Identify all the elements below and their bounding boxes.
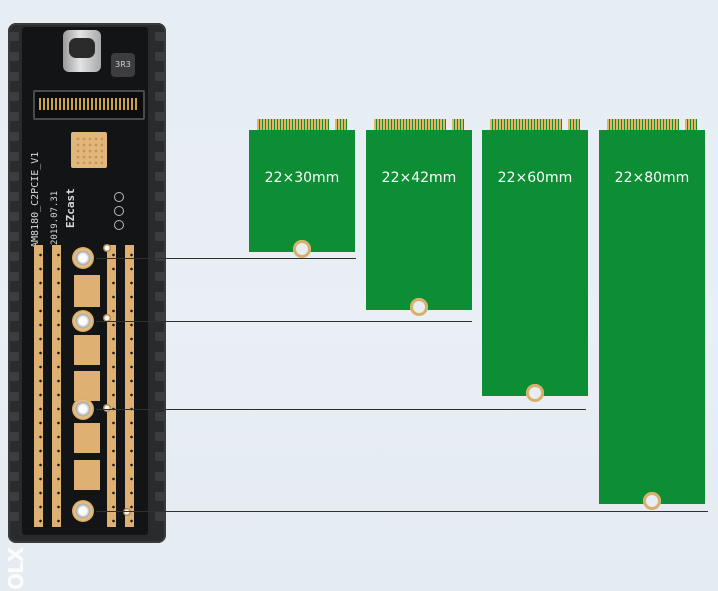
ssd-card-2260: 22×60mm	[482, 119, 588, 402]
fin	[155, 312, 166, 321]
inductor: 3R3	[111, 53, 135, 77]
fin	[155, 392, 166, 401]
fin	[8, 512, 19, 521]
fin	[8, 192, 19, 201]
fin	[155, 372, 166, 381]
ssd-card-2242: 22×42mm	[366, 119, 472, 316]
guide-line-30	[96, 258, 356, 259]
fin	[8, 312, 19, 321]
fin	[155, 72, 166, 81]
fin	[155, 112, 166, 121]
fin	[8, 132, 19, 141]
fin	[8, 152, 19, 161]
fin	[155, 132, 166, 141]
fin	[8, 112, 19, 121]
fin	[8, 72, 19, 81]
mini-hole	[123, 508, 131, 516]
mount-hole-60	[72, 398, 94, 420]
mount-hole-42	[72, 310, 94, 332]
card-size-label: 22×42mm	[381, 170, 457, 186]
card-size-label: 22×60mm	[497, 170, 573, 186]
fin	[8, 412, 19, 421]
fin	[155, 332, 166, 341]
fin	[155, 472, 166, 481]
fin	[8, 492, 19, 501]
fin	[155, 352, 166, 361]
board-brand-text: EZcast	[64, 188, 77, 228]
mount-hole-80	[72, 500, 94, 522]
fin	[8, 472, 19, 481]
fin	[8, 32, 19, 41]
fin	[155, 52, 166, 61]
fin	[8, 232, 19, 241]
fin	[8, 52, 19, 61]
watermark-logo: OLX	[4, 547, 28, 590]
fin	[8, 292, 19, 301]
fin	[8, 392, 19, 401]
fin	[155, 212, 166, 221]
guide-line-60	[96, 409, 586, 410]
fin	[155, 192, 166, 201]
gold-plated-area	[32, 245, 142, 527]
usb-c-port-icon	[63, 30, 101, 72]
fin	[155, 152, 166, 161]
fin	[155, 32, 166, 41]
card-size-label: 22×30mm	[264, 170, 340, 186]
fin	[8, 352, 19, 361]
fin	[155, 452, 166, 461]
fin	[155, 492, 166, 501]
fin	[155, 172, 166, 181]
fin	[155, 292, 166, 301]
fin	[8, 372, 19, 381]
fin	[8, 332, 19, 341]
fin	[8, 92, 19, 101]
fin	[155, 432, 166, 441]
mini-hole	[103, 314, 111, 322]
board-model-text: AM8180_C2PCIE_V1	[30, 151, 41, 248]
controller-chip	[71, 132, 107, 168]
fin	[8, 252, 19, 261]
mini-hole	[103, 404, 111, 412]
fin	[8, 172, 19, 181]
m2-slot	[33, 90, 145, 120]
fin	[155, 92, 166, 101]
mini-hole	[103, 244, 111, 252]
fin	[155, 252, 166, 261]
fin	[8, 212, 19, 221]
guide-line-80	[96, 511, 708, 512]
fin	[8, 452, 19, 461]
ssd-card-2230: 22×30mm	[249, 119, 355, 258]
fin	[155, 512, 166, 521]
fin	[8, 272, 19, 281]
ssd-card-2280: 22×80mm	[599, 119, 705, 510]
fin	[155, 232, 166, 241]
card-size-label: 22×80mm	[614, 170, 690, 186]
fin	[8, 432, 19, 441]
fin	[155, 412, 166, 421]
board-date-text: 2019.07.31	[50, 190, 60, 245]
guide-line-42	[96, 321, 472, 322]
mount-hole-30	[72, 247, 94, 269]
fin	[155, 272, 166, 281]
test-pads	[114, 192, 126, 232]
